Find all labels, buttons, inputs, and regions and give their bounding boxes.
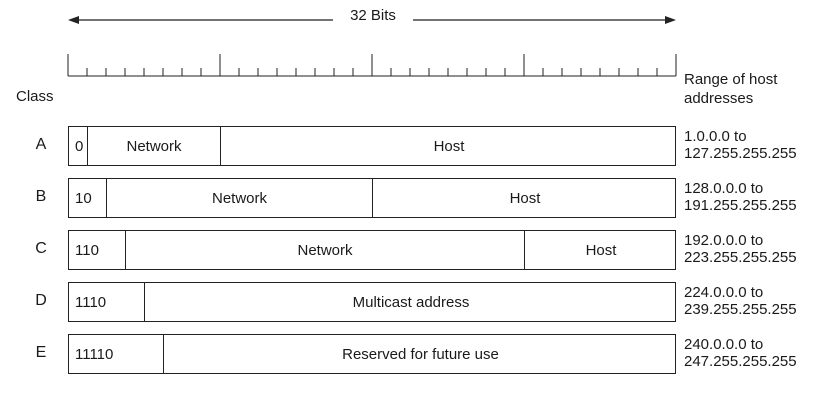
class-label: A bbox=[35, 136, 47, 153]
arrowhead-left bbox=[68, 16, 79, 24]
range-start: 1.0.0.0 to bbox=[684, 128, 747, 145]
range-header-line-2: addresses bbox=[684, 90, 754, 107]
range-end: 127.255.255.255 bbox=[684, 145, 797, 162]
range-header-line-1: Range of host bbox=[684, 71, 778, 88]
address-field: Host bbox=[433, 137, 465, 155]
address-field: Network bbox=[88, 127, 221, 165]
range-end: 247.255.255.255 bbox=[684, 353, 797, 370]
address-field: Host bbox=[585, 241, 617, 259]
leading-bits-field: 1110 bbox=[69, 283, 145, 321]
address-field: Reserved for future use bbox=[342, 345, 499, 363]
class-column-header: Class bbox=[16, 88, 54, 105]
leading-bits-field: 0 bbox=[69, 127, 88, 165]
address-field: Multicast address bbox=[352, 293, 470, 311]
range-start: 192.0.0.0 to bbox=[684, 232, 764, 249]
class-label: E bbox=[35, 344, 47, 361]
class-label: D bbox=[35, 292, 47, 309]
address-field: Network bbox=[126, 231, 525, 269]
range-start: 240.0.0.0 to bbox=[684, 336, 764, 353]
range-end: 239.255.255.255 bbox=[684, 301, 797, 318]
address-field: Host bbox=[509, 189, 541, 207]
range-start: 224.0.0.0 to bbox=[684, 284, 764, 301]
address-field: Network bbox=[107, 179, 373, 217]
class-e-address-format: 11110 Reserved for future use bbox=[68, 334, 676, 374]
range-end: 223.255.255.255 bbox=[684, 249, 797, 266]
arrowhead-right bbox=[665, 16, 676, 24]
class-label: C bbox=[35, 240, 47, 257]
range-start: 128.0.0.0 to bbox=[684, 180, 764, 197]
range-column-header: Range of host addresses bbox=[684, 70, 814, 108]
leading-bits-field: 10 bbox=[69, 179, 107, 217]
bits-width-label: 32 Bits bbox=[333, 7, 413, 24]
range-end: 191.255.255.255 bbox=[684, 197, 797, 214]
class-d-address-format: 1110 Multicast address bbox=[68, 282, 676, 322]
class-label: B bbox=[35, 188, 47, 205]
leading-bits-field: 110 bbox=[69, 231, 126, 269]
leading-bits-field: 11110 bbox=[69, 335, 164, 373]
